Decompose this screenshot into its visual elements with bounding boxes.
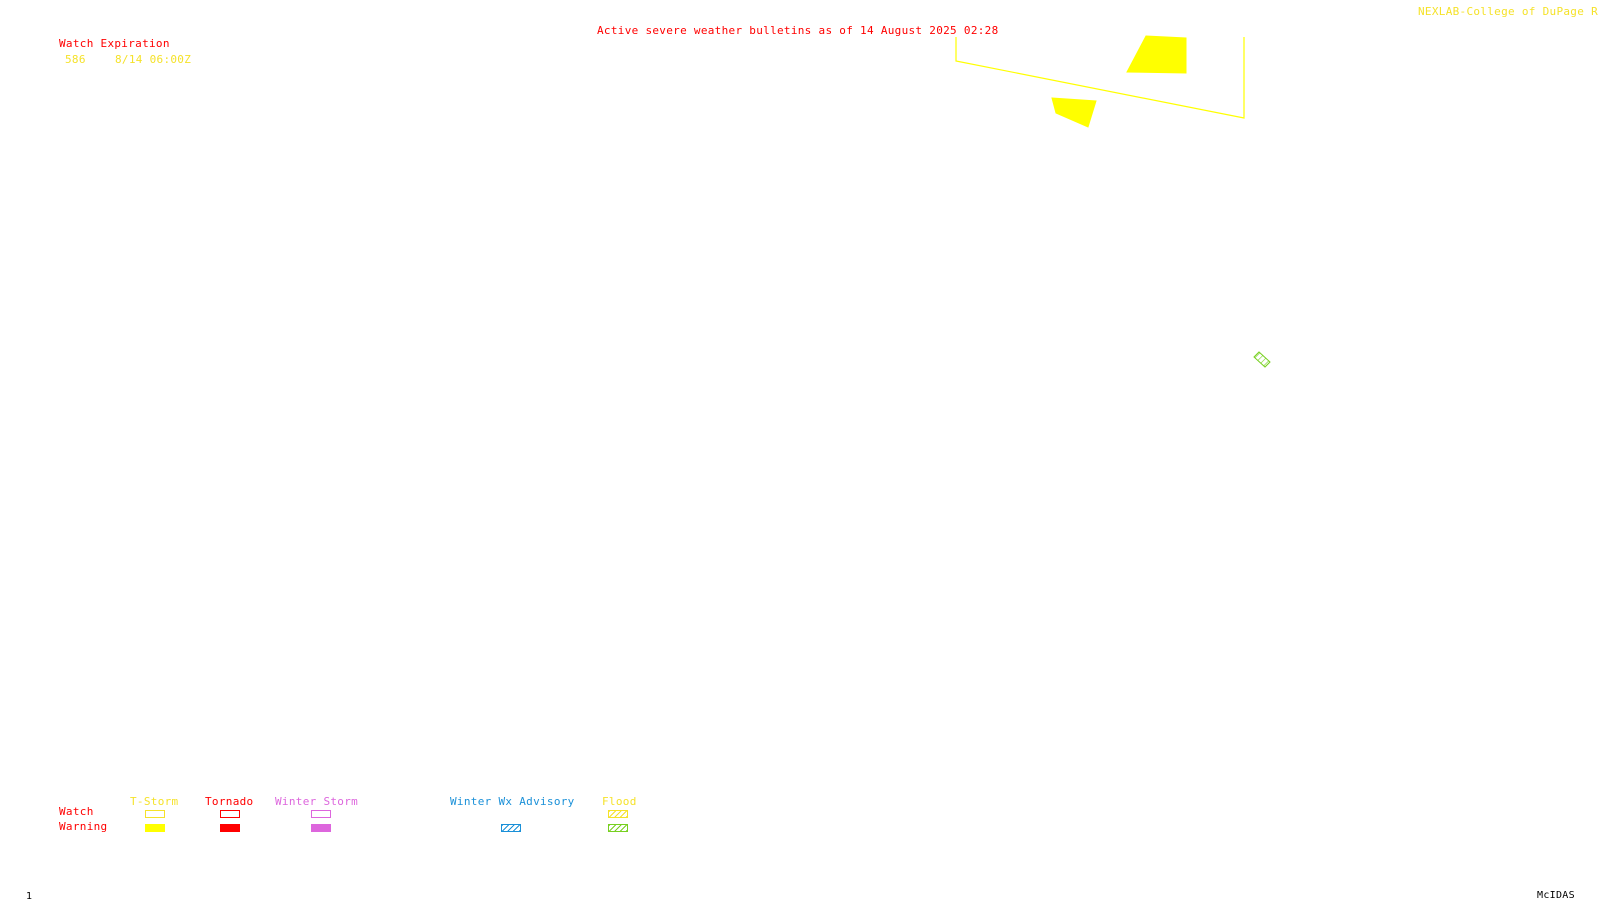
winter-wx-advisory-swatch (501, 824, 521, 832)
tstorm-watch-swatch (145, 810, 165, 818)
bulletin-title: Active severe weather bulletins as of 14… (597, 24, 999, 37)
tornado-warning-swatch (220, 824, 240, 832)
frame-number: 1 (26, 891, 33, 902)
legend-row-watch: Watch (59, 805, 94, 818)
watch-number[interactable]: 586 (65, 53, 86, 66)
winter-storm-warning-swatch (311, 824, 331, 832)
winter-storm-watch-swatch (311, 810, 331, 818)
legend-category-tstorm: T-Storm (130, 795, 179, 808)
tstorm-warning-polygon-south[interactable] (1051, 97, 1097, 128)
legend-category-winter-wx-advisory: Winter Wx Advisory (450, 795, 575, 808)
watch-expiration-heading: Watch Expiration (59, 37, 170, 50)
flood-watch-swatch (608, 810, 628, 818)
tstorm-watch-polygon[interactable] (955, 37, 1245, 119)
flood-warning-polygon[interactable] (1253, 351, 1271, 368)
legend-category-tornado: Tornado (205, 795, 254, 808)
tstorm-warning-swatch (145, 824, 165, 832)
legend-row-warning: Warning (59, 820, 108, 833)
watch-expiration-time: 8/14 06:00Z (115, 53, 192, 66)
flood-warning-swatch (608, 824, 628, 832)
tornado-watch-swatch (220, 810, 240, 818)
legend-category-flood: Flood (602, 795, 637, 808)
tstorm-warning-polygon-north[interactable] (1126, 35, 1187, 74)
software-label: McIDAS (1537, 890, 1575, 901)
legend-category-winter-storm: Winter Storm (275, 795, 359, 808)
credit-label: NEXLAB-College of DuPage R (1418, 5, 1598, 18)
